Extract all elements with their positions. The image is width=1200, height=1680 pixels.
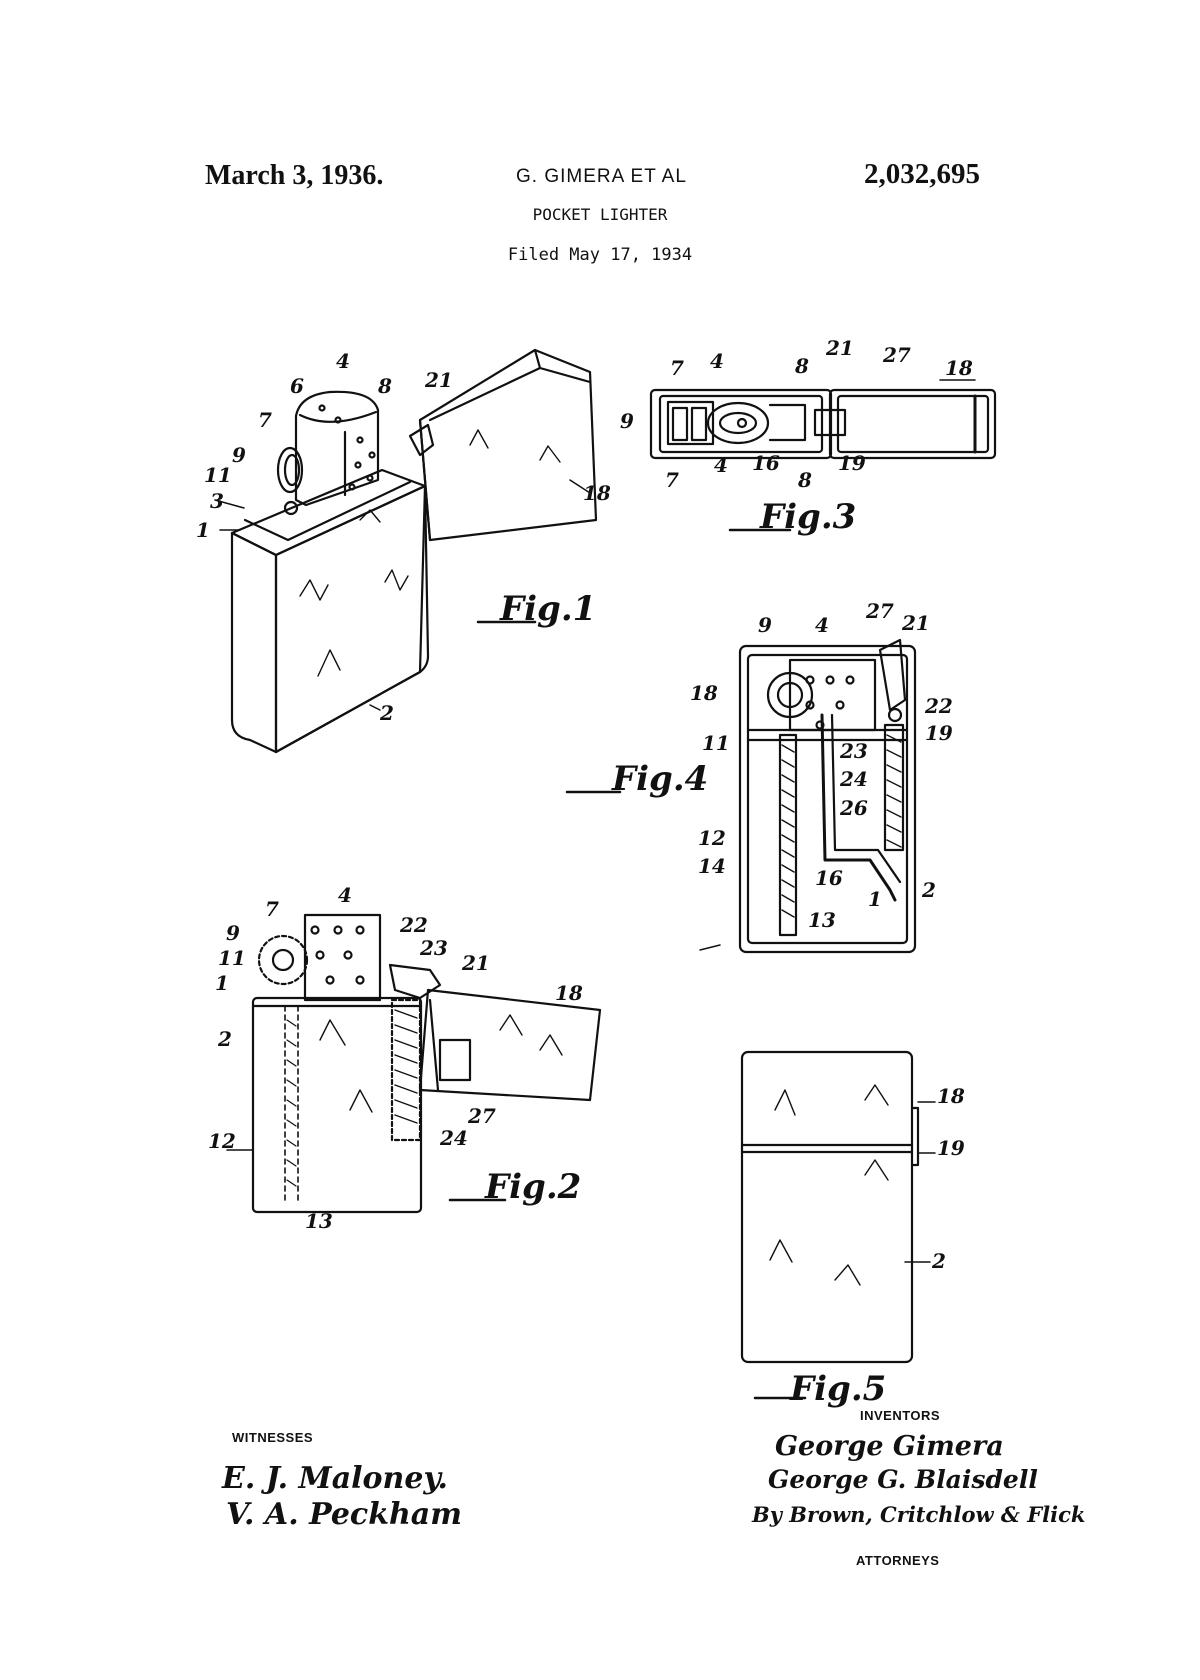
ref-7-fig3-bottom: 7	[665, 468, 679, 492]
filed-date: Filed May 17, 1934	[507, 245, 693, 265]
attorneys-label: ATTORNEYS	[856, 1553, 940, 1568]
ref-21-fig1: 21	[424, 368, 453, 392]
ref-23-fig4: 23	[839, 739, 868, 763]
ref-7-fig3-top: 7	[670, 356, 684, 380]
ref-21-fig3: 21	[825, 336, 854, 360]
ref-21-fig2: 21	[461, 951, 490, 975]
inventor-name: G. GIMERA ET AL	[516, 166, 687, 187]
ref-24-fig2: 24	[439, 1126, 468, 1150]
ref-22-fig2: 22	[399, 913, 428, 937]
figure-1-drawing	[230, 348, 598, 754]
attorney-signature: By Brown, Critchlow & Flick	[751, 1502, 1085, 1527]
ref-11-fig2: 11	[218, 946, 246, 970]
ref-8-fig3-top: 8	[794, 354, 809, 378]
ref-4-fig1: 4	[336, 349, 350, 373]
ref-2-fig2: 2	[217, 1027, 232, 1051]
ref-13-fig2: 13	[305, 1209, 333, 1233]
ref-27-fig2: 27	[467, 1104, 496, 1128]
ref-2-fig4: 2	[921, 878, 936, 902]
patent-date: March 3, 1936.	[205, 160, 384, 191]
ref-4-fig2: 4	[338, 883, 352, 907]
figure-3-drawing	[649, 388, 997, 460]
ref-2-fig1: 2	[379, 701, 394, 725]
ref-2-fig5: 2	[931, 1249, 946, 1273]
ref-27-fig3: 27	[882, 343, 911, 367]
ref-22-fig4: 22	[924, 694, 953, 718]
witness-signature-2: V. A. Peckham	[226, 1497, 462, 1532]
figure-2-label: Fig.2	[484, 1167, 581, 1207]
inventor-signature-1: George Gimera	[775, 1431, 1004, 1462]
ref-12-fig2: 12	[208, 1129, 236, 1153]
ref-13-fig4: 13	[808, 908, 836, 932]
ref-4-fig4: 4	[815, 613, 829, 637]
ref-4-fig3-bottom: 4	[714, 453, 728, 477]
figure-5-drawing	[740, 1050, 920, 1364]
ref-3-fig1: 3	[210, 489, 224, 513]
ref-19-fig4: 19	[925, 721, 953, 745]
ref-9-fig3: 9	[620, 409, 634, 433]
witnesses-label: WITNESSES	[232, 1430, 314, 1445]
patent-title: POCKET LIGHTER	[532, 205, 668, 224]
ref-18-fig1: 18	[583, 481, 611, 505]
ref-11-fig1: 11	[204, 463, 232, 487]
inventor-signature-2: George G. Blaisdell	[768, 1465, 1038, 1494]
ref-7-fig1: 7	[258, 408, 272, 432]
ref-1-fig2: 1	[215, 971, 229, 995]
ref-11-fig4: 11	[702, 731, 730, 755]
ref-9-fig2: 9	[226, 921, 240, 945]
patent-number: 2,032,695	[864, 158, 980, 190]
ref-18-fig4: 18	[690, 681, 718, 705]
figure-3-label: Fig.3	[759, 497, 856, 537]
ref-12-fig4: 12	[698, 826, 726, 850]
ref-8-fig3-bottom: 8	[797, 468, 812, 492]
ref-7-fig2: 7	[265, 897, 279, 921]
ref-26-fig4: 26	[839, 796, 868, 820]
ref-14-fig4: 14	[698, 854, 726, 878]
ref-1-fig4: 1	[868, 887, 882, 911]
ref-8-fig1: 8	[377, 374, 392, 398]
figure-4-label: Fig.4	[611, 759, 708, 799]
ref-9-fig1: 9	[232, 443, 246, 467]
ref-18-fig5: 18	[937, 1084, 965, 1108]
ref-21-fig4: 21	[901, 611, 930, 635]
ref-6-fig1: 6	[290, 374, 304, 398]
ref-18-fig3: 18	[945, 356, 973, 380]
figure-5-label: Fig.5	[789, 1369, 886, 1409]
ref-1-fig1: 1	[196, 518, 210, 542]
ref-19-fig3: 19	[838, 451, 866, 475]
ref-19-fig5: 19	[937, 1136, 965, 1160]
ref-23-fig2: 23	[419, 936, 448, 960]
figure-4-drawing	[738, 638, 917, 954]
figure-2-drawing	[251, 913, 602, 1214]
ref-27-fig4: 27	[865, 599, 894, 623]
ref-4-fig3-top: 4	[710, 349, 724, 373]
ref-16-fig3: 16	[752, 451, 780, 475]
ref-16-fig4: 16	[815, 866, 843, 890]
witness-signature-1: E. J. Maloney.	[221, 1461, 448, 1496]
inventors-label: INVENTORS	[860, 1408, 941, 1423]
ref-24-fig4: 24	[839, 767, 868, 791]
figure-1-label: Fig.1	[499, 589, 596, 629]
ref-18-fig2: 18	[555, 981, 583, 1005]
ref-9-fig4: 9	[758, 613, 772, 637]
